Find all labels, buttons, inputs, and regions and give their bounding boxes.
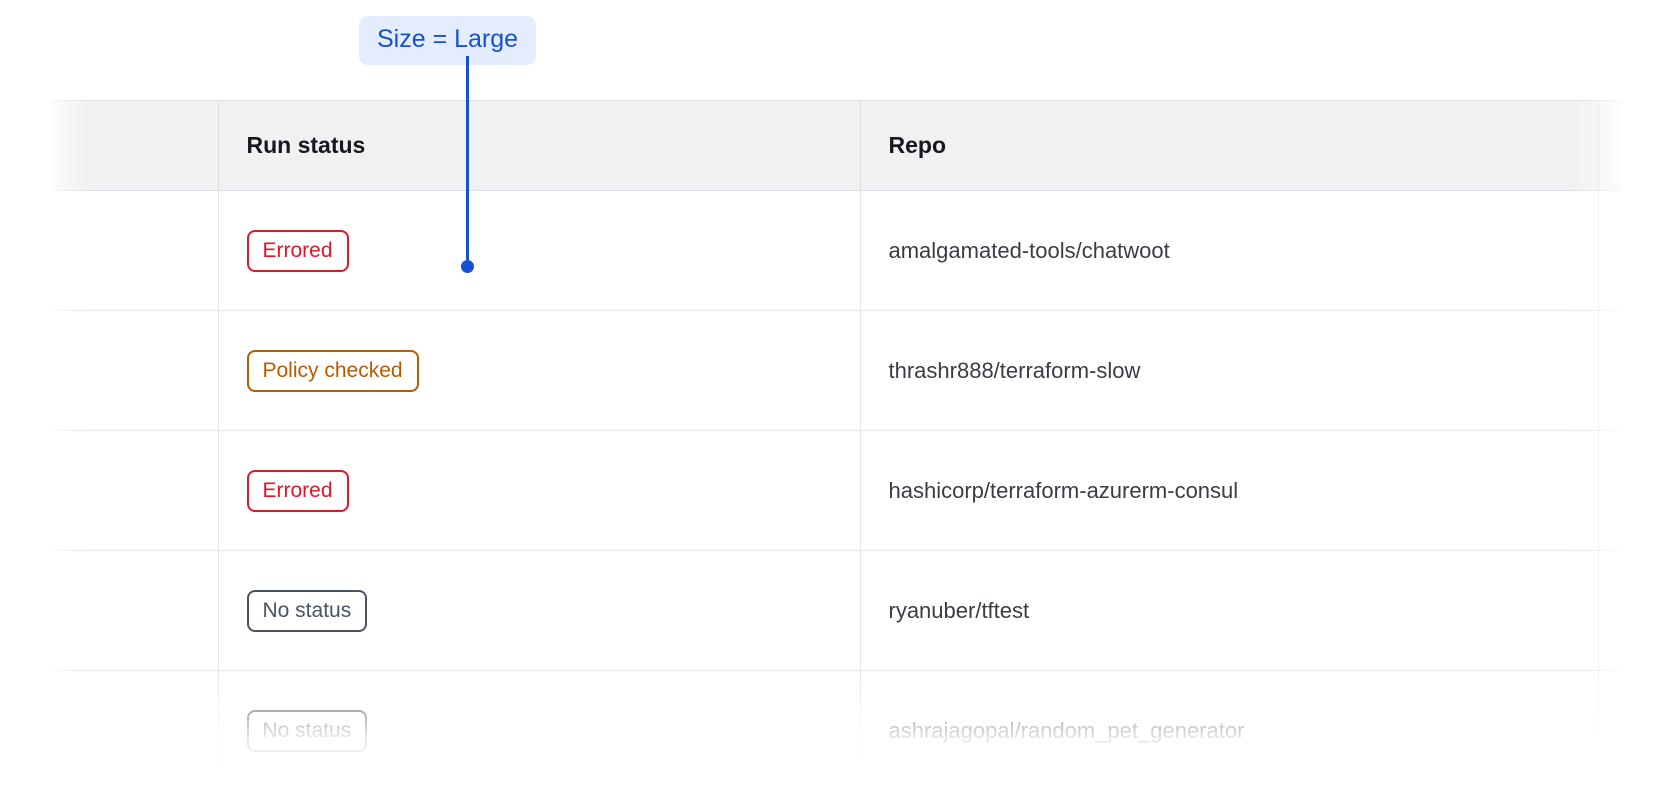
- run-status-table-container: Run status Repo Errored amalgamated-tool…: [52, 100, 1622, 788]
- row-repo-cell: hashicorp/terraform-azurerm-consul: [860, 430, 1599, 551]
- run-status-table: Run status Repo Errored amalgamated-tool…: [52, 100, 1622, 788]
- status-badge[interactable]: No status: [246, 589, 368, 632]
- repo-name[interactable]: ryanuber/tftest: [888, 597, 1030, 623]
- row-select-cell[interactable]: [52, 310, 219, 431]
- table-header: Run status Repo: [52, 100, 1622, 191]
- row-select-cell[interactable]: [52, 430, 219, 551]
- row-extra-cell: [1598, 430, 1622, 551]
- row-status-cell: No status: [218, 550, 861, 671]
- row-status-cell: No status: [218, 670, 861, 788]
- status-badge[interactable]: Errored: [246, 229, 349, 272]
- row-repo-cell: thrashr888/terraform-slow: [860, 310, 1599, 431]
- table-row[interactable]: No status ryanuber/tftest: [52, 550, 1622, 671]
- row-select-cell[interactable]: [52, 550, 219, 671]
- table-row[interactable]: Errored amalgamated-tools/chatwoot: [52, 190, 1622, 311]
- row-repo-cell: amalgamated-tools/chatwoot: [860, 190, 1599, 311]
- row-status-cell: Errored: [218, 430, 861, 551]
- row-extra-cell: [1598, 670, 1622, 788]
- repo-name[interactable]: hashicorp/terraform-azurerm-consul: [888, 477, 1239, 503]
- repo-name[interactable]: thrashr888/terraform-slow: [888, 357, 1141, 383]
- annotation-callout: Size = Large: [0, 0, 1672, 300]
- row-extra-cell: [1598, 550, 1622, 671]
- row-select-cell[interactable]: [52, 670, 219, 788]
- table-row[interactable]: No status ashrajagopal/random_pet_genera…: [52, 670, 1622, 788]
- repo-name[interactable]: ashrajagopal/random_pet_generator: [888, 717, 1245, 743]
- row-repo-cell: ashrajagopal/random_pet_generator: [860, 670, 1599, 788]
- table-body: Errored amalgamated-tools/chatwoot Polic…: [52, 190, 1622, 788]
- row-extra-cell: [1598, 310, 1622, 431]
- column-header-select: [52, 100, 219, 191]
- table-row[interactable]: Policy checked thrashr888/terraform-slow: [52, 310, 1622, 431]
- row-extra-cell: [1598, 190, 1622, 311]
- row-select-cell[interactable]: [52, 190, 219, 311]
- row-status-cell: Errored: [218, 190, 861, 311]
- repo-name[interactable]: amalgamated-tools/chatwoot: [888, 237, 1170, 263]
- status-badge[interactable]: Errored: [246, 469, 349, 512]
- status-badge[interactable]: No status: [246, 709, 368, 752]
- column-header-run-status[interactable]: Run status: [218, 100, 861, 191]
- column-header-repo[interactable]: Repo: [860, 100, 1599, 191]
- table-header-row: Run status Repo: [52, 100, 1622, 191]
- column-header-extra: [1598, 100, 1622, 191]
- table-row[interactable]: Errored hashicorp/terraform-azurerm-cons…: [52, 430, 1622, 551]
- status-badge[interactable]: Policy checked: [246, 349, 419, 392]
- row-status-cell: Policy checked: [218, 310, 861, 431]
- annotation-label[interactable]: Size = Large: [359, 16, 537, 65]
- row-repo-cell: ryanuber/tftest: [860, 550, 1599, 671]
